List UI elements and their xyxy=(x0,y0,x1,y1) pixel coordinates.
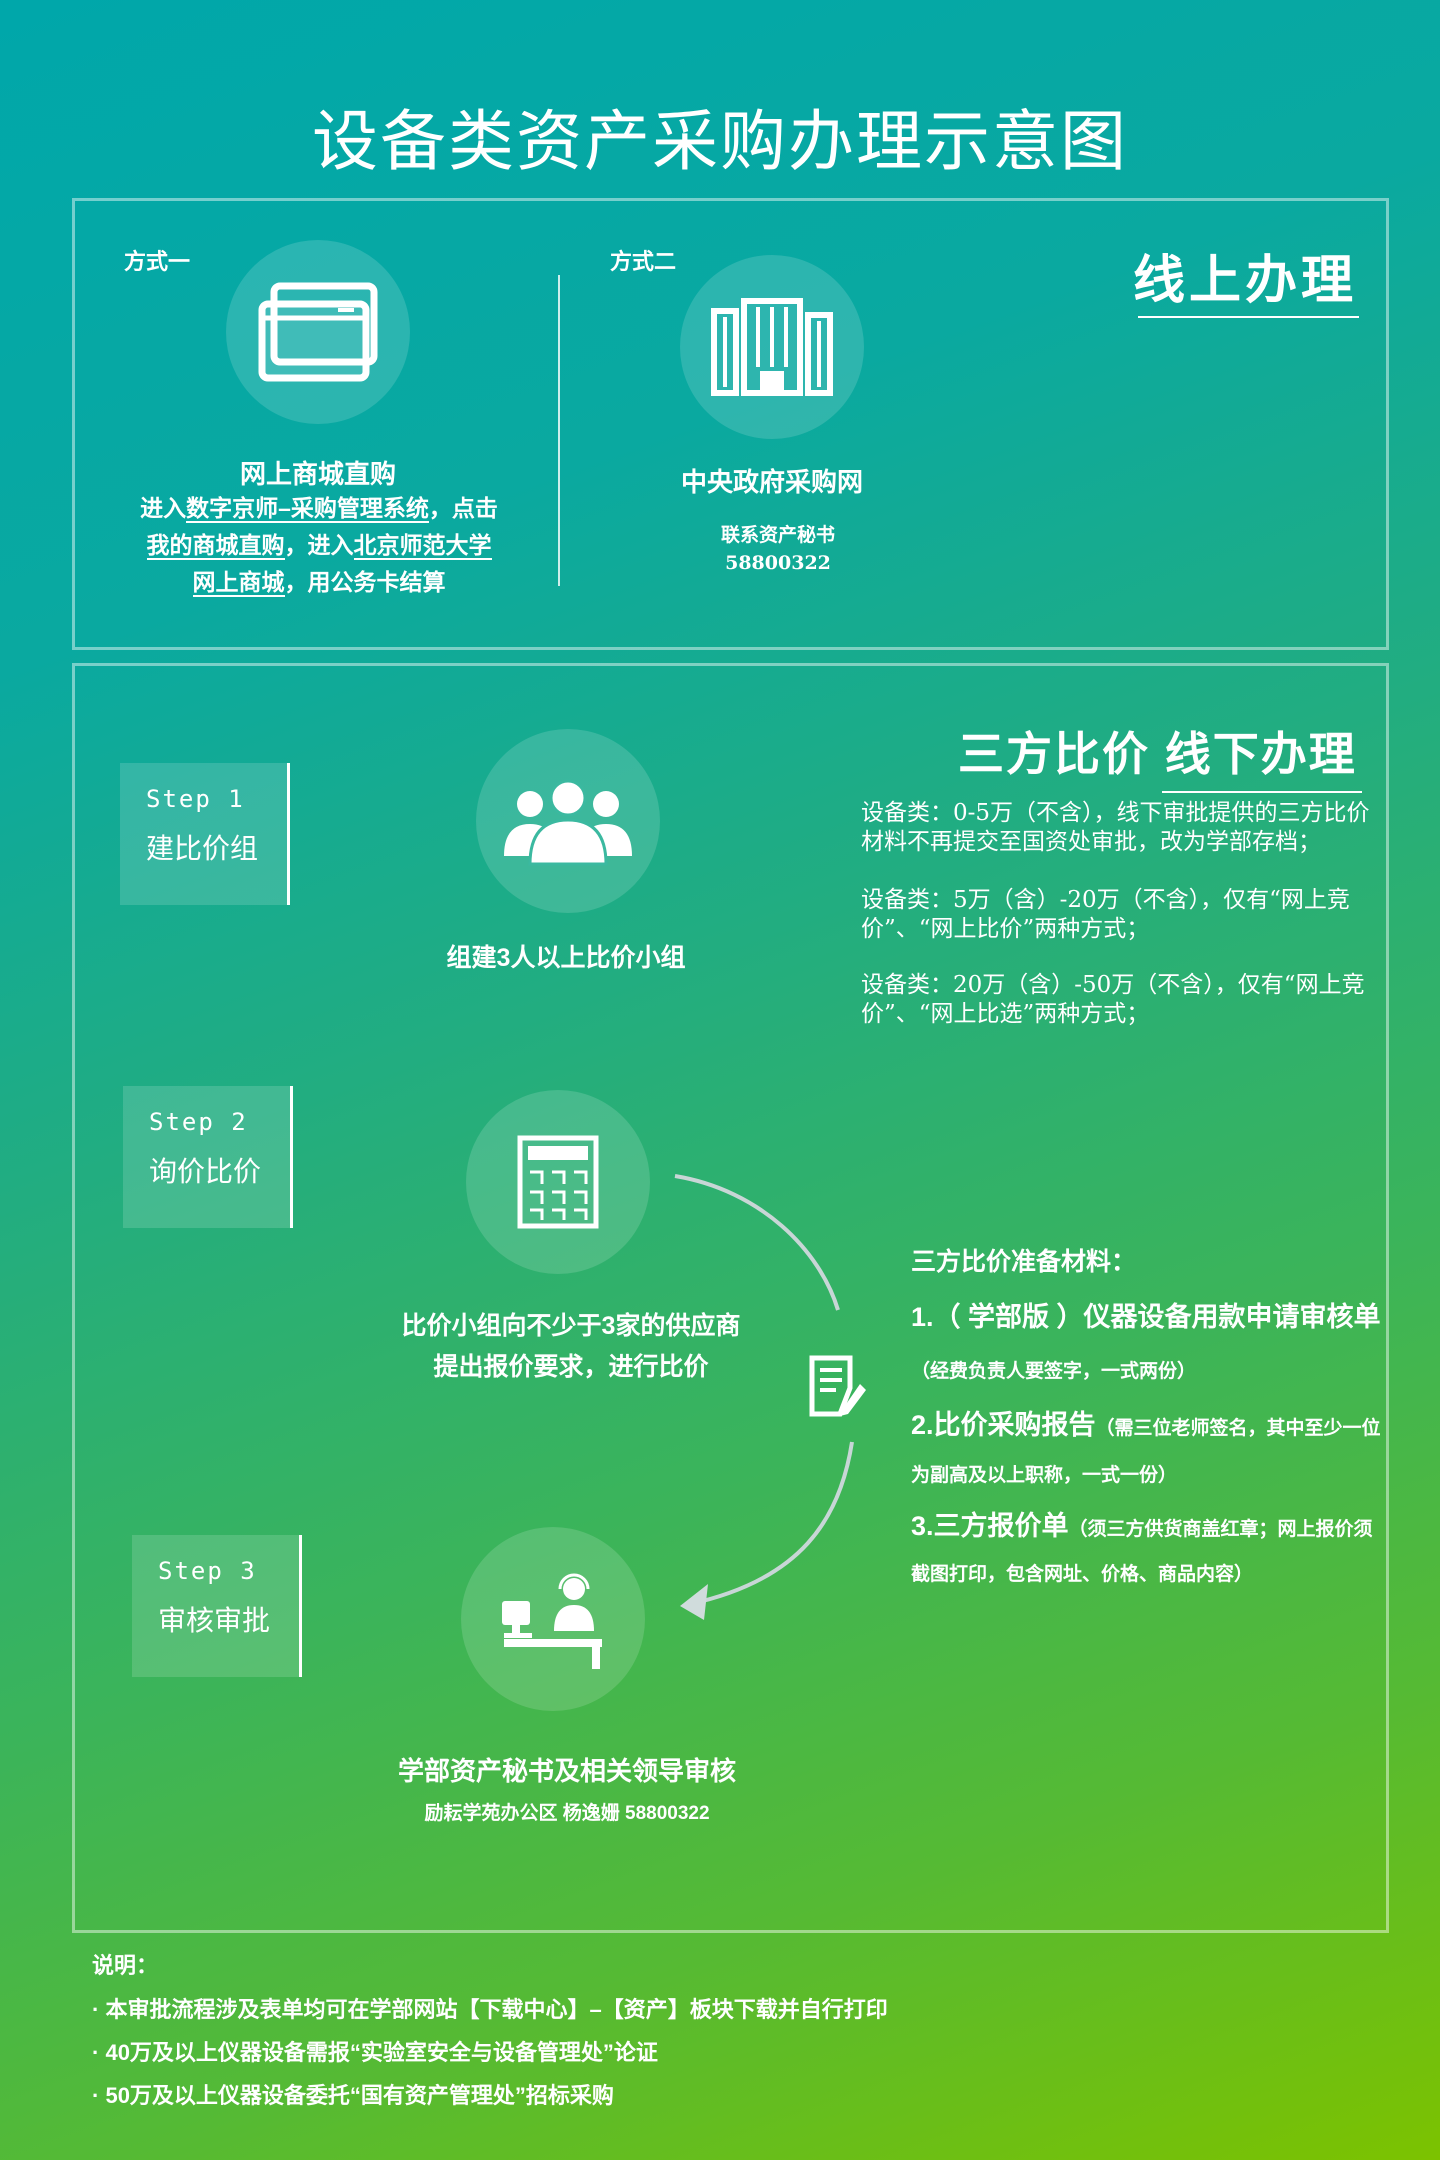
system-link[interactable]: 数字京师–采购管理系统 xyxy=(186,495,429,523)
document-edit-icon xyxy=(806,1354,868,1423)
step-name: 询价比价 xyxy=(149,1155,262,1188)
bnu-link[interactable]: 北京师范大学 xyxy=(353,532,492,560)
desc-text: ，点击 xyxy=(428,495,498,521)
method2-contact: 联系资产秘书 xyxy=(720,525,836,546)
step-2-desc-line1: 比价小组向不少于3家的供应商 xyxy=(401,1312,741,1340)
group-people-icon xyxy=(476,729,660,913)
step-1-desc: 组建3人以上比价小组 xyxy=(446,944,686,972)
step-2-badge: Step 2 询价比价 xyxy=(123,1086,293,1228)
step-3-desc: 学部资产秘书及相关领导审核 xyxy=(397,1756,737,1786)
note-text: 50万及以上仪器设备委托“国有资产管理处”招标采购 xyxy=(105,2083,614,2108)
rule-2: 设备类：5万（含）-20万（不含），仅有“网上竞价”、“网上比价”两种方式； xyxy=(861,887,1350,942)
note-text: 40万及以上仪器设备需报“实验室安全与设备管理处”论证 xyxy=(105,2040,658,2065)
method-divider xyxy=(558,275,560,586)
note-2: · 40万及以上仪器设备需报“实验室安全与设备管理处”论证 xyxy=(92,2035,658,2067)
step-name: 建比价组 xyxy=(146,832,259,865)
step-3-badge: Step 3 审核审批 xyxy=(132,1535,302,1677)
bullet: · xyxy=(92,2083,106,2108)
flow-arrow xyxy=(674,1174,854,1620)
material-note: （须三方供货商盖红章；网上报价须截图打印，包含网址、价格、商品内容） xyxy=(911,1519,1373,1585)
offline-heading-underline xyxy=(1162,791,1362,793)
browser-windows-icon xyxy=(226,240,410,424)
step-name: 审核审批 xyxy=(158,1604,271,1637)
offline-section xyxy=(72,663,1389,1933)
desc-text: ，用公务卡结算 xyxy=(284,569,446,595)
bullet: · xyxy=(92,1997,106,2022)
materials-list: 三方比价准备材料： 1.（ 学部版 ）仪器设备用款申请审核单 （经费负责人要签字，… xyxy=(911,1242,1381,1598)
material-note: （需三位老师签名，其中至少一位为副高及以上职称，一式一份） xyxy=(911,1418,1381,1486)
material-note: （经费负责人要签字，一式两份） xyxy=(911,1361,1197,1382)
notes-title: 说明： xyxy=(92,1953,159,1978)
material-item-2: 2.比价采购报告（需三位老师签名，其中至少一位为副高及以上职称，一式一份） xyxy=(911,1402,1381,1500)
step-1-badge: Step 1 建比价组 xyxy=(120,763,290,905)
step-2-desc-line2: 提出报价要求，进行比价 xyxy=(433,1353,709,1381)
desc-text: 进入 xyxy=(140,495,187,521)
online-heading: 线上办理 xyxy=(1133,252,1358,310)
rule-1: 设备类：0-5万（不含），线下审批提供的三方比价材料不再提交至国资处审批，改为学… xyxy=(861,800,1370,855)
mall-purchase-link[interactable]: 我的商城直购 xyxy=(146,532,285,560)
step-number: Step 3 xyxy=(158,1557,257,1585)
method1-desc: 进入数字京师–采购管理系统，点击 我的商城直购，进入北京师范大学 网上商城，用公… xyxy=(124,490,514,601)
online-section xyxy=(72,198,1389,650)
method2-name: 中央政府采购网 xyxy=(680,467,864,497)
online-mall-link[interactable]: 网上商城 xyxy=(192,569,285,597)
note-3: · 50万及以上仪器设备委托“国有资产管理处”招标采购 xyxy=(92,2078,614,2110)
desc-text: ，进入 xyxy=(284,532,354,558)
method2-phone: 58800322 xyxy=(725,552,831,574)
calculator-icon xyxy=(466,1090,650,1274)
material-item-3: 3.三方报价单（须三方供货商盖红章；网上报价须截图打印，包含网址、价格、商品内容… xyxy=(911,1504,1381,1598)
material-item-1: 1.（ 学部版 ）仪器设备用款申请审核单 （经费负责人要签字，一式两份） xyxy=(911,1292,1381,1398)
offline-heading: 三方比价 线下办理 xyxy=(958,728,1357,780)
customer-service-icon xyxy=(461,1527,645,1711)
online-heading-underline xyxy=(1138,316,1359,318)
note-text: 本审批流程涉及表单均可在学部网站【下载中心】–【资产】板块下载并自行打印 xyxy=(105,1997,888,2022)
page-title: 设备类资产采购办理示意图 xyxy=(312,104,1128,178)
bullet: · xyxy=(92,2040,106,2065)
material-main: 2.比价采购报告 xyxy=(911,1410,1096,1440)
rule-3: 设备类：20万（含）-50万（不含），仅有“网上竞价”、“网上比选”两种方式； xyxy=(861,972,1365,1027)
note-1: · 本审批流程涉及表单均可在学部网站【下载中心】–【资产】板块下载并自行打印 xyxy=(92,1992,888,2024)
material-main: 1.（ 学部版 ）仪器设备用款申请审核单 xyxy=(911,1302,1381,1332)
method1-name: 网上商城直购 xyxy=(239,459,397,489)
material-main: 3.三方报价单 xyxy=(911,1511,1069,1541)
government-building-icon xyxy=(680,255,864,439)
method2-label: 方式二 xyxy=(610,249,677,274)
method1-label: 方式一 xyxy=(124,249,191,274)
step-number: Step 1 xyxy=(146,785,245,813)
step-number: Step 2 xyxy=(149,1108,248,1136)
materials-title: 三方比价准备材料： xyxy=(911,1248,1137,1276)
step-3-contact: 励耘学苑办公区 杨逸姗 58800322 xyxy=(424,1803,710,1824)
